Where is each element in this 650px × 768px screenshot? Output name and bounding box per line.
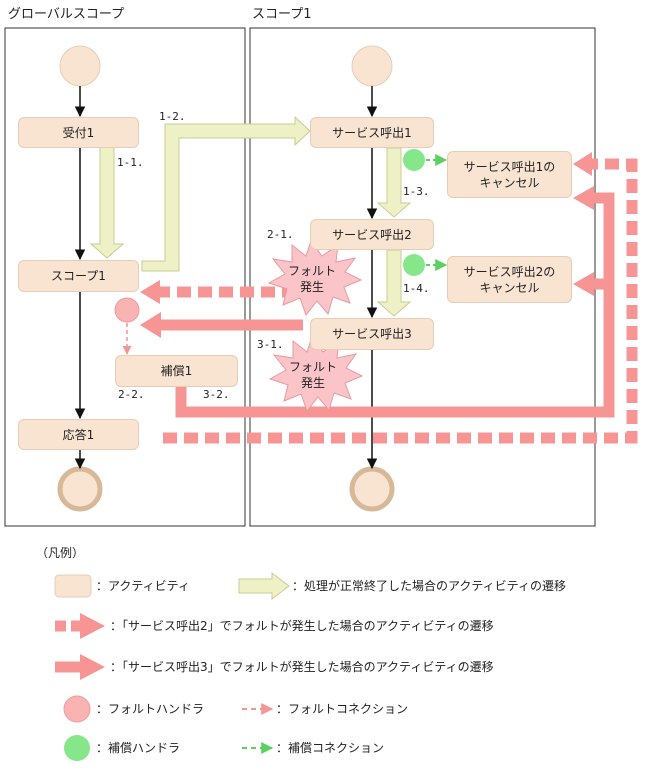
legend-comp-connection-label: ：補償コネクション	[276, 741, 385, 755]
fault3-arrowhead-cancel2	[573, 272, 594, 296]
fault-handler	[114, 297, 140, 323]
step-1-3: 1-3.	[403, 185, 430, 198]
legend-fault3-label: ：「サービス呼出3」でフォルトが発生した場合のアクティビティの遷移	[110, 660, 494, 674]
comp-handler-2	[403, 254, 425, 276]
activity-service1[interactable]: サービス呼出1	[310, 117, 434, 148]
scope1-title: スコープ1	[252, 7, 312, 22]
scope1-end-node	[349, 466, 395, 512]
legend-fault2-arrow	[55, 613, 105, 639]
global-start-node	[59, 45, 101, 87]
comp-handler-1	[403, 149, 425, 171]
normal-arrow-1-3	[376, 147, 412, 218]
fault1-line2: 発生	[299, 280, 324, 294]
normal-arrow-1-2-body	[141, 115, 311, 272]
global-end-node	[57, 466, 103, 512]
activity-cancel2[interactable]: サービス呼出2の キャンセル	[447, 256, 572, 303]
cancel2-line1: サービス呼出2の	[463, 264, 556, 279]
activity-outou[interactable]: 応答1	[18, 419, 139, 450]
legend-fault-connection-label: ：フォルトコネクション	[276, 702, 409, 716]
fault1-line1: フォルト	[287, 264, 336, 278]
step-1-4: 1-4.	[403, 282, 430, 295]
scope1-start-node	[351, 45, 393, 87]
fault3-arrowhead-cancel1	[573, 186, 594, 210]
legend-activity-swatch	[54, 574, 92, 598]
activity-scope1[interactable]: スコープ1	[18, 260, 139, 292]
normal-arrow-1-4	[376, 249, 412, 317]
legend-activity-label: ：アクティビティ	[96, 579, 190, 593]
fault-burst-1	[267, 239, 363, 317]
activity-uketsuke[interactable]: 受付1	[18, 117, 139, 148]
fault2-path	[158, 158, 638, 444]
activity-cancel1[interactable]: サービス呼出1の キャンセル	[447, 151, 572, 198]
fault-burst-2	[268, 335, 364, 413]
global-scope-frame	[4, 27, 246, 527]
cancel2-line2: キャンセル	[479, 280, 540, 295]
legend-fault-handler	[63, 695, 91, 723]
activity-hosho[interactable]: 補償1	[115, 355, 238, 387]
scope1-frame	[249, 27, 596, 527]
step-1-1: 1-1.	[117, 156, 144, 169]
legend-fault2-label: ：「サービス呼出2」でフォルトが発生した場合のアクティビティの遷移	[110, 619, 494, 633]
fault2-arrowhead-scope	[140, 280, 160, 304]
step-1-2: 1-2.	[159, 110, 186, 123]
legend-normal-label: ：処理が正常終了した場合のアクティビティの遷移	[292, 579, 566, 593]
activity-service3[interactable]: サービス呼出3	[310, 318, 434, 350]
fault3-path	[160, 192, 615, 418]
step-2-1: 2-1.	[267, 228, 294, 241]
legend-normal-arrow	[238, 571, 290, 601]
global-scope-title: グローバルスコープ	[8, 7, 125, 22]
fault-burst-2-text: フォルト 発生	[283, 359, 343, 391]
fault2-line2: 発生	[300, 376, 325, 390]
legend-comp-handler-label: ：補償ハンドラ	[96, 741, 181, 755]
fault-burst-1-text: フォルト 発生	[282, 263, 342, 295]
legend-title: （凡例）	[36, 546, 85, 560]
legend-comp-handler	[64, 735, 90, 761]
legend-fault3-arrow	[55, 654, 105, 680]
normal-arrow-1-1	[89, 145, 125, 259]
fault2-arrowhead-cancel1	[573, 152, 592, 176]
fault2-line1: フォルト	[288, 360, 337, 374]
legend-fault-handler-label: ：フォルトハンドラ	[96, 702, 205, 716]
step-2-2: 2-2.	[118, 388, 145, 401]
fault3-arrowhead-scope	[140, 312, 161, 338]
cancel1-line1: サービス呼出1の	[463, 159, 556, 174]
activity-service2[interactable]: サービス呼出2	[310, 219, 434, 250]
cancel1-line2: キャンセル	[479, 175, 540, 190]
step-3-1: 3-1.	[257, 338, 284, 351]
step-3-2: 3-2.	[203, 388, 230, 401]
